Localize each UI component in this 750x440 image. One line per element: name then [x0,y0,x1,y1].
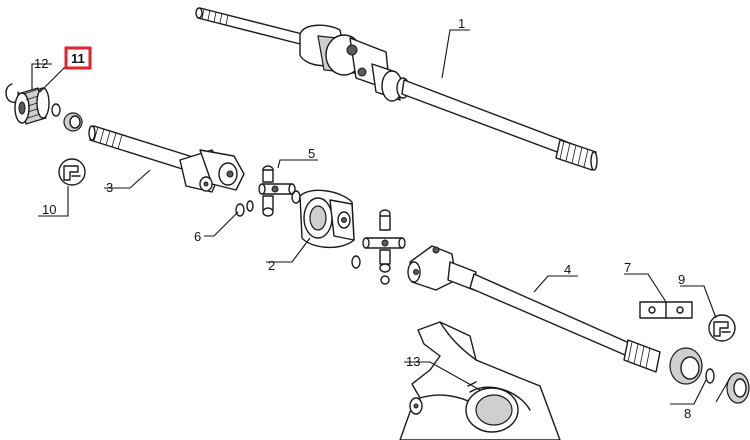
callout-13: 13 [406,354,420,369]
spider-cross-5 [258,165,296,217]
callout-11: 11 [71,51,85,66]
callout-8: 8 [684,406,691,421]
callout-3: 3 [106,180,113,195]
bearing-ring [63,112,83,132]
callout-4: 4 [564,262,571,277]
center-yoke-2 [299,189,355,248]
callout-9: 9 [678,272,685,287]
callout-1: 1 [458,16,465,31]
drive-shaft-4 [407,245,661,373]
callout-12: 12 [34,56,48,71]
splined-gear-11 [14,87,50,125]
callout-labels: 1 2 3 4 5 6 7 8 9 10 12 13 [34,16,691,421]
callout-2: 2 [268,258,275,273]
axle-housing-13 [399,321,561,440]
half-shaft-3 [88,125,245,193]
highlight-box [64,46,92,70]
callout-10: 10 [42,202,56,217]
shaft-assembly-1 [195,7,598,171]
callout-5: 5 [308,146,315,161]
bracket-7 [639,301,693,319]
bearing-8 [669,347,715,385]
highlighted-callout-11[interactable]: 11 [64,46,92,70]
leader-lines [31,29,731,405]
retaining-ring [51,103,61,117]
circlip-ring [351,255,361,269]
oil-seal-9 [708,314,750,404]
oil-seal-10-symbol [58,158,86,186]
callout-7: 7 [624,260,631,275]
spider-cross-lower [362,209,406,285]
callout-6: 6 [194,229,201,244]
